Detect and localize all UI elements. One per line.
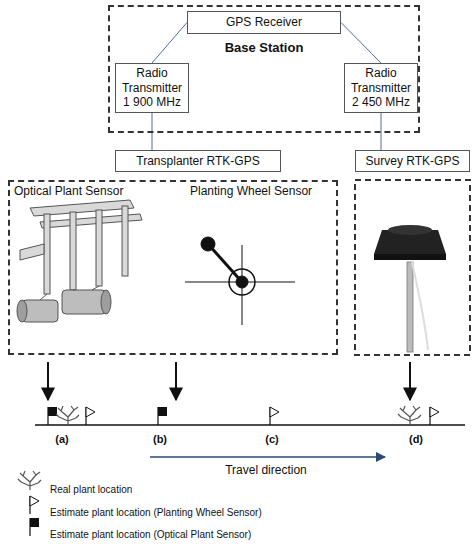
transmitter-box: Radio Transmitter 1 900 MHz xyxy=(115,63,189,113)
frame-heading: Base Station xyxy=(110,40,418,56)
receiver-box: GPS Receiver xyxy=(187,11,341,34)
frame-heading: Optical Plant Sensor xyxy=(14,184,123,198)
legend-text: Estimate plant location (Planting Wheel … xyxy=(50,507,262,518)
rtk-gps-box: Survey RTK-GPS xyxy=(355,150,470,172)
position-label: (d) xyxy=(409,433,423,445)
plant-markers xyxy=(48,406,439,425)
planting-wheel-figure xyxy=(185,237,295,325)
ground-line xyxy=(35,424,465,426)
gps-antenna-figure xyxy=(374,225,446,352)
box-label: Radio Transmitter 1 900 MHz xyxy=(120,66,184,109)
travel-arrow xyxy=(150,456,385,458)
sensor-frame: Optical Plant Sensor Planting Wheel Senso… xyxy=(8,180,338,355)
legend-text: Estimate plant location (Optical Plant S… xyxy=(50,529,251,540)
rtk-gps-box: Transplanter RTK-GPS xyxy=(115,150,281,172)
position-label: (c) xyxy=(265,433,278,445)
legend-sample xyxy=(18,471,41,536)
position-label: (b) xyxy=(153,433,167,445)
legend-text: Real plant location xyxy=(50,484,132,495)
box-label: GPS Receiver xyxy=(226,15,302,29)
connector-line xyxy=(341,23,381,64)
transmitter-box: Radio Transmitter 2 450 MHz xyxy=(344,63,418,113)
survey-frame xyxy=(355,180,470,355)
base-station-frame: Base Station GPS ReceiverRadio Transmitte… xyxy=(108,5,420,133)
frame-heading: Planting Wheel Sensor xyxy=(190,184,312,198)
optical-sensor-figure xyxy=(17,200,142,322)
connector-line xyxy=(152,23,187,64)
direction-label: Travel direction xyxy=(225,463,307,477)
box-label: Radio Transmitter 2 450 MHz xyxy=(349,66,413,109)
box-label: Survey RTK-GPS xyxy=(366,154,460,168)
down-arrow xyxy=(48,362,410,400)
box-label: Transplanter RTK-GPS xyxy=(136,154,259,168)
position-label: (a) xyxy=(55,433,68,445)
